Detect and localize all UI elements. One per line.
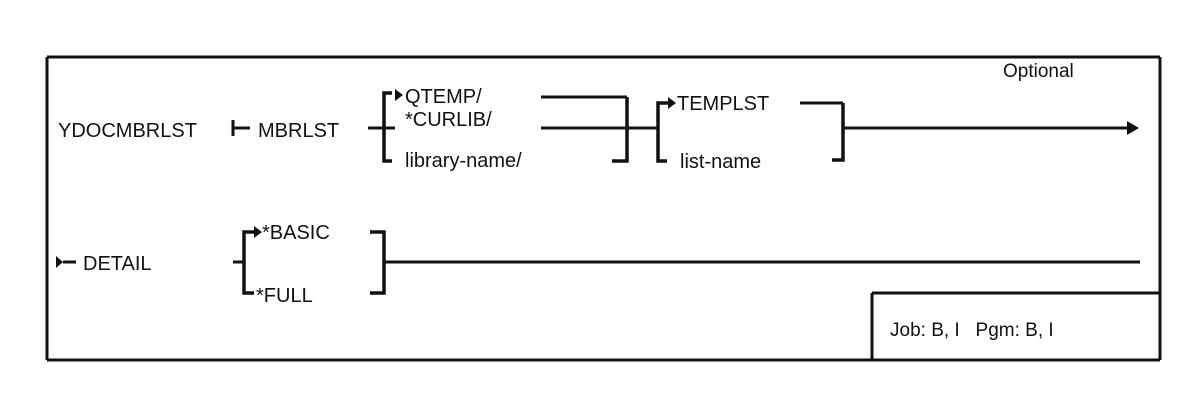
environment-box	[870, 291, 1160, 360]
right-bracket	[370, 230, 386, 295]
option-qtemp: QTEMP/	[405, 86, 482, 108]
right-bracket	[612, 97, 629, 163]
diagram-frame	[45, 55, 1162, 362]
option-curlib: *CURLIB/	[405, 109, 492, 131]
keyword-mbrlst: MBRLST	[258, 120, 339, 142]
option-full: *FULL	[256, 285, 313, 307]
option-basic: *BASIC	[262, 222, 330, 244]
continue-arrow-icon	[56, 256, 63, 268]
right-bracket	[832, 103, 845, 162]
environment-label: Job: B, I Pgm: B, I	[890, 320, 1054, 341]
option-library-name: library-name/	[405, 150, 522, 172]
command-name: YDOCMBRLST	[58, 120, 197, 142]
left-bracket	[656, 101, 669, 163]
option-templst: TEMPLST	[677, 93, 769, 115]
continue-arrow-icon	[1127, 121, 1139, 135]
optional-label: Optional	[1003, 61, 1074, 82]
default-arrow-icon	[668, 97, 676, 109]
option-list-name: list-name	[680, 151, 761, 173]
default-arrow-icon	[254, 226, 262, 238]
left-bracket	[242, 230, 254, 295]
default-arrow-icon	[395, 89, 403, 101]
keyword-detail: DETAIL	[83, 253, 152, 275]
